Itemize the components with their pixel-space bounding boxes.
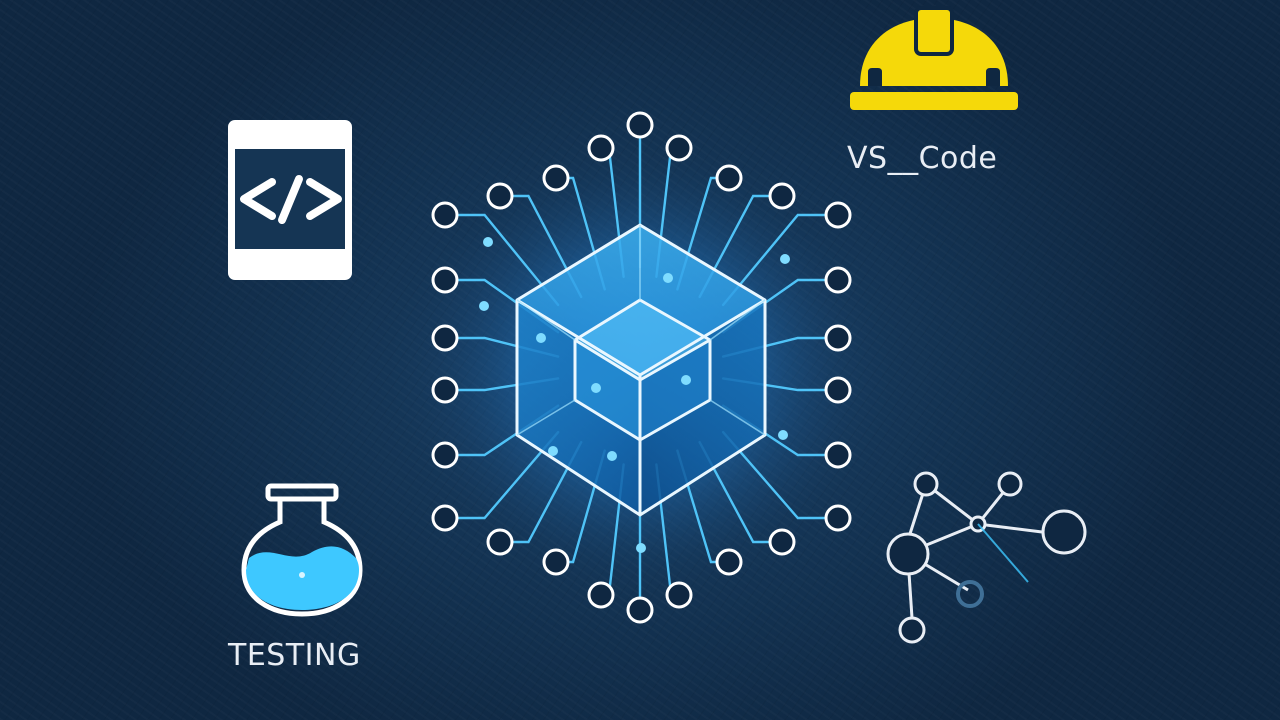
flask-icon [241, 483, 363, 617]
vs-code-label: VS__Code [847, 141, 998, 176]
circuit-node [824, 201, 852, 229]
glow-spark [780, 254, 790, 264]
circuit-node [824, 441, 852, 469]
circuit-node [431, 324, 459, 352]
circuit-node [665, 134, 693, 162]
glow-spark [479, 301, 489, 311]
circuit-node [824, 504, 852, 532]
network-graph-icon [886, 471, 1087, 644]
circuit-node [431, 266, 459, 294]
circuit-node [587, 581, 615, 609]
circuit-node [486, 182, 514, 210]
circuit-node [587, 134, 615, 162]
circuit-node [824, 376, 852, 404]
glow-spark [663, 273, 673, 283]
circuit-node [768, 528, 796, 556]
circuit-node [626, 111, 654, 139]
circuit-node [431, 376, 459, 404]
testing-label: TESTING [228, 638, 361, 673]
glow-spark [548, 446, 558, 456]
circuit-node [626, 596, 654, 624]
circuit-node [542, 548, 570, 576]
circuit-node [665, 581, 693, 609]
circuit-node [768, 182, 796, 210]
circuit-node [824, 266, 852, 294]
glow-spark [607, 451, 617, 461]
glow-spark [483, 237, 493, 247]
glow-spark [636, 543, 646, 553]
code-window-icon [228, 120, 352, 280]
glow-spark [591, 383, 601, 393]
circuit-cube-icon [410, 111, 870, 624]
circuit-node [431, 441, 459, 469]
glow-spark [778, 430, 788, 440]
circuit-node [824, 324, 852, 352]
circuit-node [431, 504, 459, 532]
circuit-node [542, 164, 570, 192]
glow-spark [536, 333, 546, 343]
circuit-node [715, 548, 743, 576]
hard-hat-icon [850, 6, 1018, 110]
circuit-node [486, 528, 514, 556]
glow-spark [681, 375, 691, 385]
circuit-node [715, 164, 743, 192]
circuit-node [431, 201, 459, 229]
